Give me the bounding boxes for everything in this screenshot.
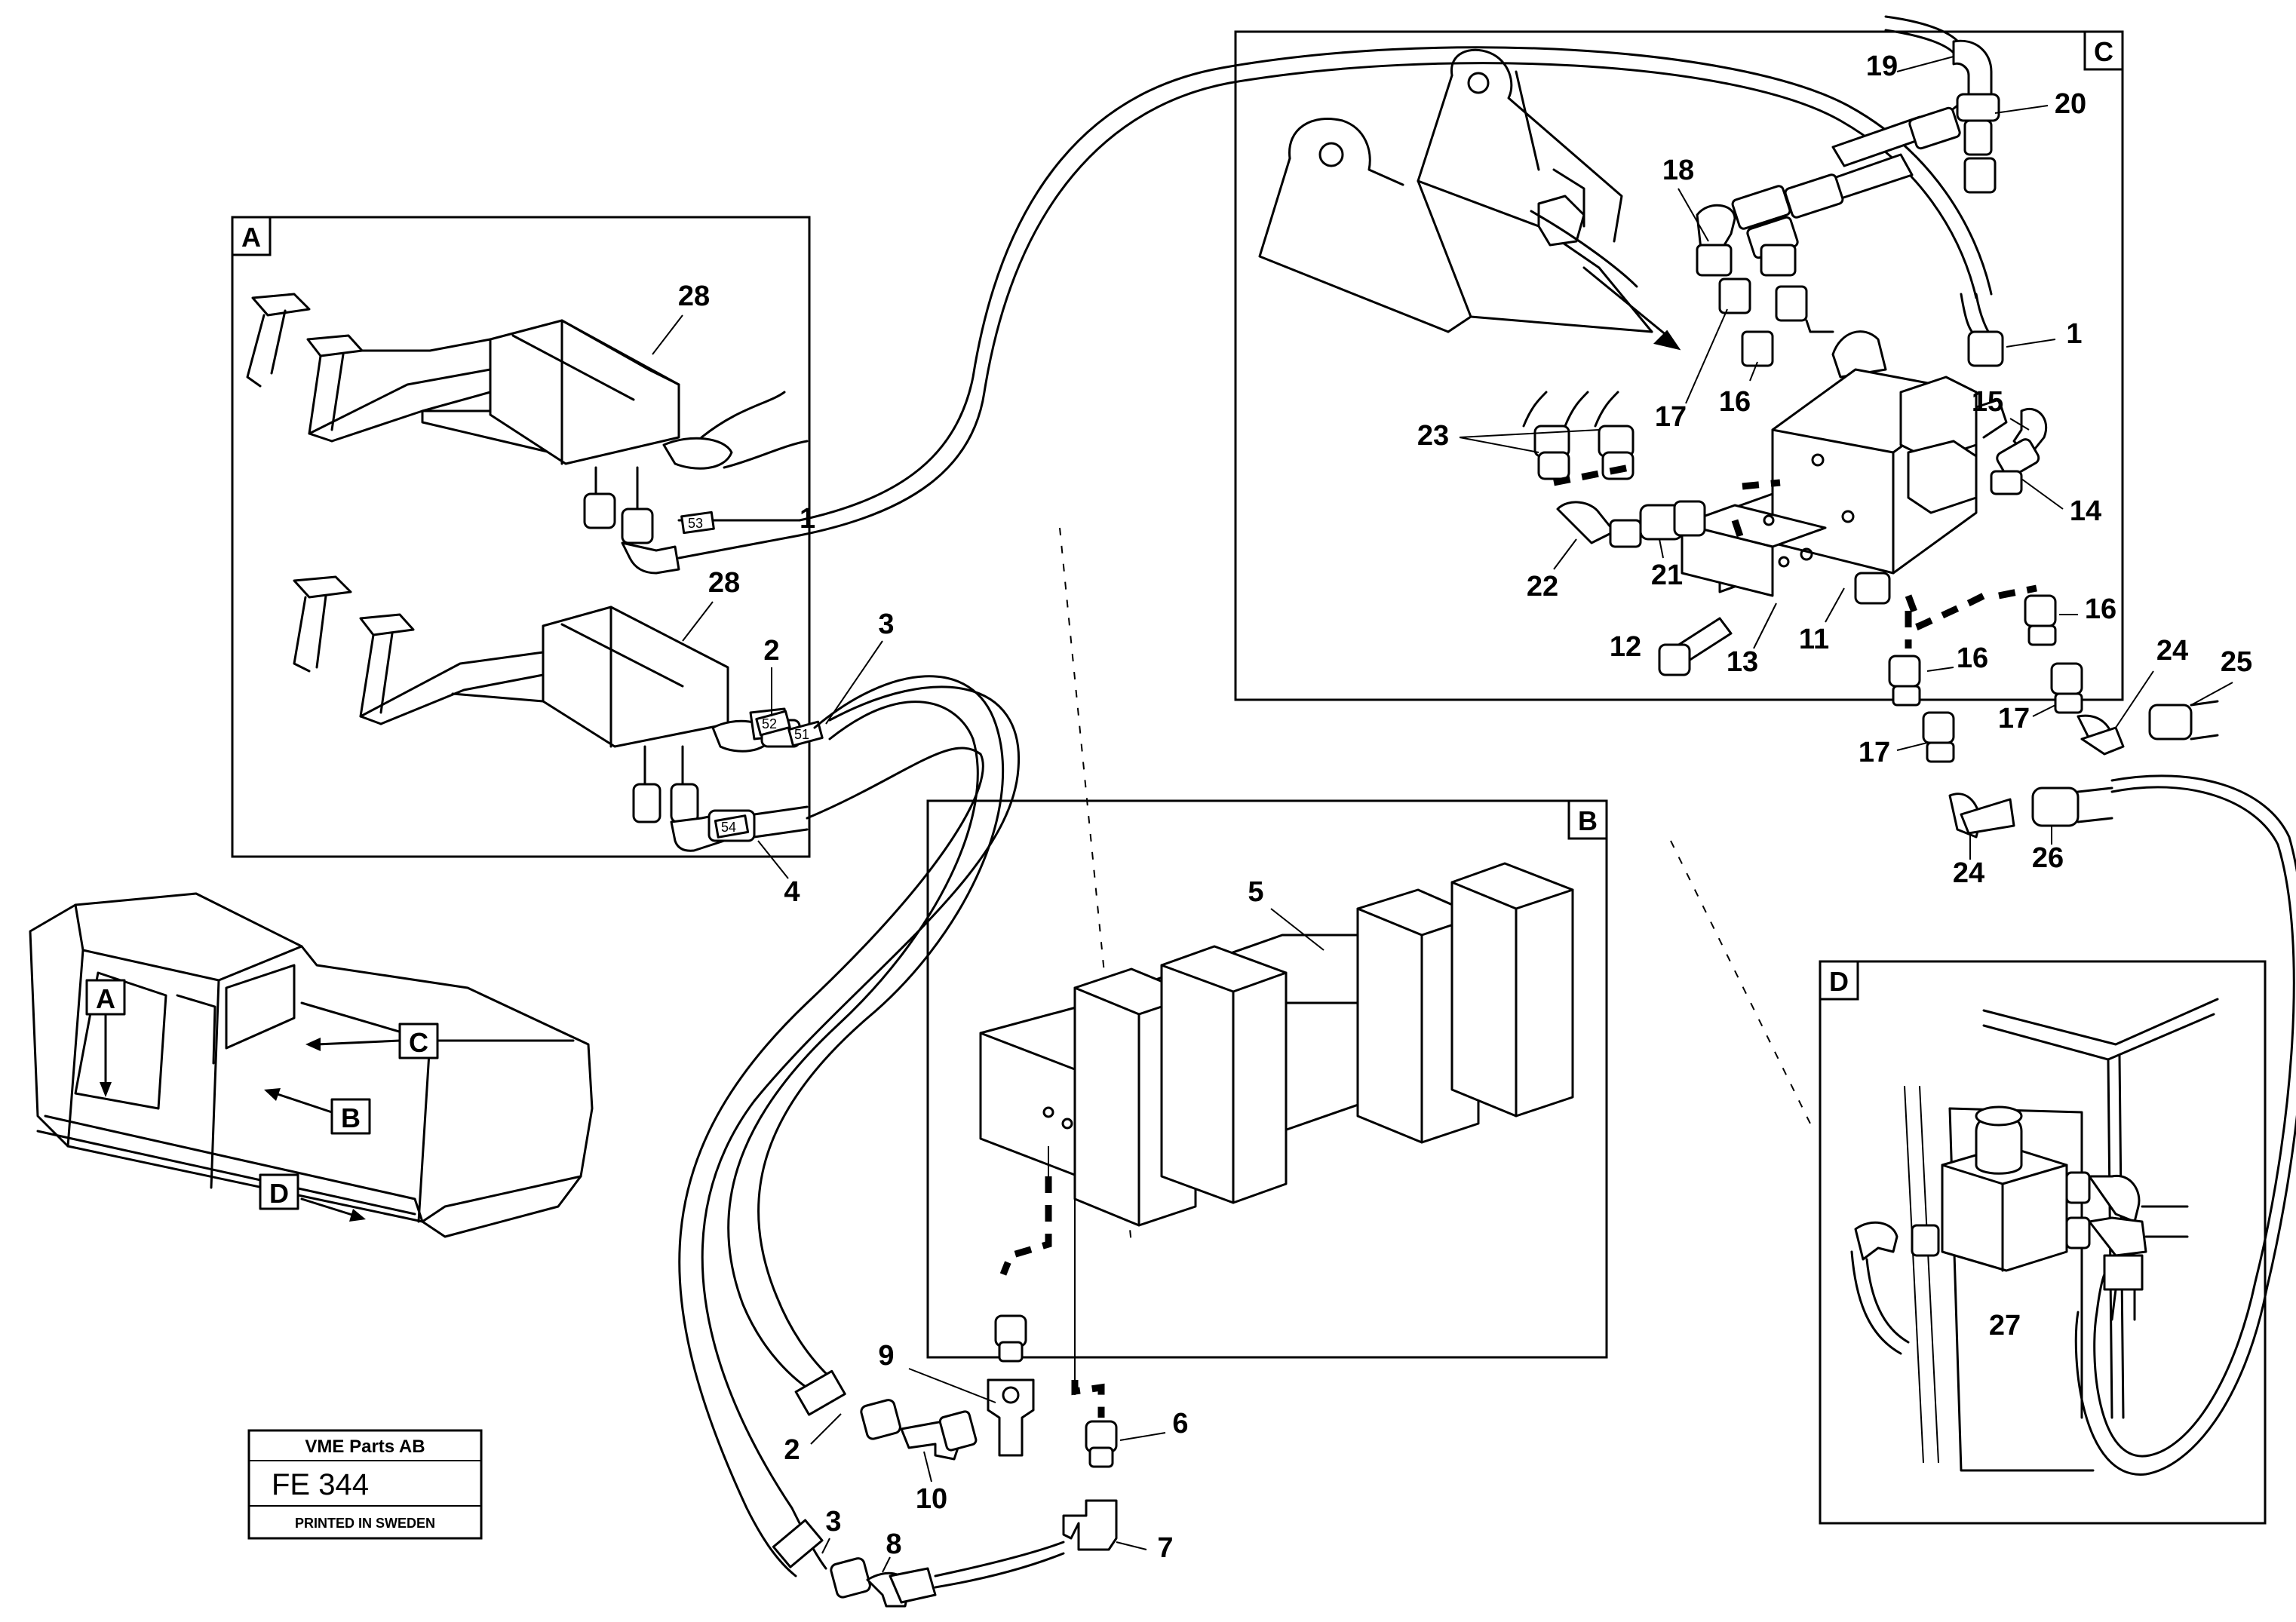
callout-9: 9 xyxy=(878,1340,894,1372)
callout-16-view-c: 16 xyxy=(1719,386,1751,418)
callout-22: 22 xyxy=(1527,571,1558,603)
callout-8: 8 xyxy=(886,1528,901,1560)
hose-tag-51: 51 xyxy=(794,727,809,742)
callout-6: 6 xyxy=(1172,1408,1188,1440)
title-printed: PRINTED IN SWEDEN xyxy=(295,1516,435,1531)
callout-24-lower: 24 xyxy=(1953,857,1984,889)
view-b-letter-box xyxy=(1567,799,1608,840)
view-d-frame xyxy=(1819,960,2267,1525)
callout-2-view-a: 2 xyxy=(763,635,779,667)
valve-bank-5 xyxy=(979,862,1574,1227)
valve-27 xyxy=(1941,1105,2068,1272)
callout-10: 10 xyxy=(916,1483,947,1515)
view-a-letter-box xyxy=(231,216,272,256)
view-d-fittings xyxy=(1850,1171,2189,1355)
machine-pointer-b: B xyxy=(341,1102,361,1133)
hose-tag-52: 52 xyxy=(762,716,777,731)
view-a-frame xyxy=(231,216,811,858)
hose-tag-53: 53 xyxy=(688,516,703,531)
view-c-frame xyxy=(1234,30,2124,701)
callout-17-right: 17 xyxy=(1998,703,2030,734)
view-a: A xyxy=(231,216,895,908)
callout-26: 26 xyxy=(2032,842,2064,874)
view-c: C xyxy=(1234,15,2124,701)
view-b: B 5 xyxy=(926,799,1608,1418)
machine-overview: A C B D xyxy=(29,892,594,1238)
boom-bracket xyxy=(1258,48,1681,351)
machine-pointer-d: D xyxy=(269,1178,289,1209)
callout-28-lower: 28 xyxy=(708,567,740,599)
callout-15: 15 xyxy=(1972,386,2003,418)
view-d: D 27 xyxy=(1819,960,2267,1525)
callout-4: 4 xyxy=(784,876,800,908)
pedal-valve-lower xyxy=(293,575,729,748)
callout-7: 7 xyxy=(1157,1532,1173,1564)
view-b-frame xyxy=(926,799,1608,1359)
callout-24-upper: 24 xyxy=(2156,635,2188,667)
upper-fittings xyxy=(583,466,801,575)
callout-27: 27 xyxy=(1989,1310,2021,1341)
callout-18: 18 xyxy=(1662,155,1694,186)
view-b-letter: B xyxy=(1578,805,1598,836)
view-c-upper-fittings xyxy=(1696,15,2000,367)
view-a-letter: A xyxy=(241,222,261,253)
callout-19: 19 xyxy=(1866,51,1898,82)
callout-17-lower: 17 xyxy=(1859,737,1890,768)
callout-5: 5 xyxy=(1248,876,1263,908)
callout-20: 20 xyxy=(2055,88,2086,120)
pedal-valve-upper xyxy=(246,293,809,470)
hose-tag-54: 54 xyxy=(721,820,736,835)
view-c-left-fittings xyxy=(1522,391,1706,548)
machine-pointer-a: A xyxy=(96,983,115,1014)
callout-2-lower: 2 xyxy=(784,1434,800,1466)
title-block: VME Parts AB FE 344 PRINTED IN SWEDEN xyxy=(247,1429,483,1540)
callout-17-view-c: 17 xyxy=(1655,401,1687,433)
view-b-lower-fittings: 9 2 10 6 3 8 7 xyxy=(772,1314,1189,1608)
callout-25: 25 xyxy=(2221,646,2252,678)
title-code: FE 344 xyxy=(272,1468,369,1501)
callout-14: 14 xyxy=(2070,495,2101,527)
view-d-letter: D xyxy=(1829,966,1849,997)
callout-21: 21 xyxy=(1651,560,1683,591)
view-c-lower-fittings: 16 16 24 25 17 17 24 26 xyxy=(1859,593,2252,889)
callout-3-lower: 3 xyxy=(825,1506,841,1538)
machine-pointer-c: C xyxy=(409,1027,428,1058)
hose-tags: 53 52 51 54 xyxy=(680,511,824,839)
callout-16-right: 16 xyxy=(2085,593,2116,625)
callout-16-lower: 16 xyxy=(1957,642,1988,674)
callout-11: 11 xyxy=(1799,624,1829,655)
view-c-letter: C xyxy=(2094,36,2113,67)
callout-13: 13 xyxy=(1727,646,1758,678)
view-d-letter-box xyxy=(1819,960,1859,1001)
callout-12: 12 xyxy=(1610,631,1641,663)
title-company: VME Parts AB xyxy=(305,1436,425,1457)
callout-28-upper: 28 xyxy=(678,281,710,312)
callout-23: 23 xyxy=(1417,420,1449,452)
callout-1-view-c: 1 xyxy=(2066,318,2082,350)
view-c-letter-box xyxy=(2083,30,2124,71)
callout-3-view-a: 3 xyxy=(878,609,894,640)
control-valve-11 xyxy=(1681,330,2008,605)
view-c-right-fittings xyxy=(1960,293,2048,495)
